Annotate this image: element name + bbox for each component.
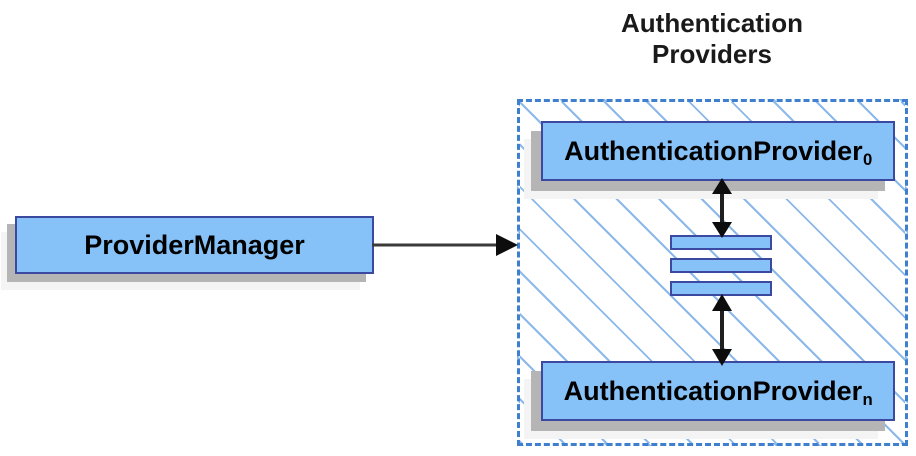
- provider-manager-label: ProviderManager: [84, 229, 305, 260]
- double-arrow-ellipsis-providern: [712, 294, 732, 366]
- authentication-provider-0-label: AuthenticationProvider0: [564, 135, 873, 170]
- arrow-provider-manager-to-providers: [372, 234, 518, 256]
- group-title-line-2: Providers: [652, 38, 772, 69]
- authentication-provider-0-subscript: 0: [862, 150, 873, 170]
- double-arrow-provider0-ellipsis: [712, 178, 732, 238]
- group-title: Authentication Providers: [516, 8, 908, 69]
- ellipsis-bar: [670, 258, 772, 273]
- node-authentication-provider-0[interactable]: AuthenticationProvider0: [541, 121, 895, 181]
- node-provider-manager[interactable]: ProviderManager: [15, 216, 374, 274]
- authentication-provider-n-subscript: n: [862, 390, 873, 410]
- node-authentication-provider-n[interactable]: AuthenticationProvidern: [541, 361, 895, 421]
- authentication-provider-n-label: AuthenticationProvidern: [563, 375, 873, 410]
- ellipsis-bar: [670, 281, 772, 296]
- group-title-line-1: Authentication: [621, 8, 803, 38]
